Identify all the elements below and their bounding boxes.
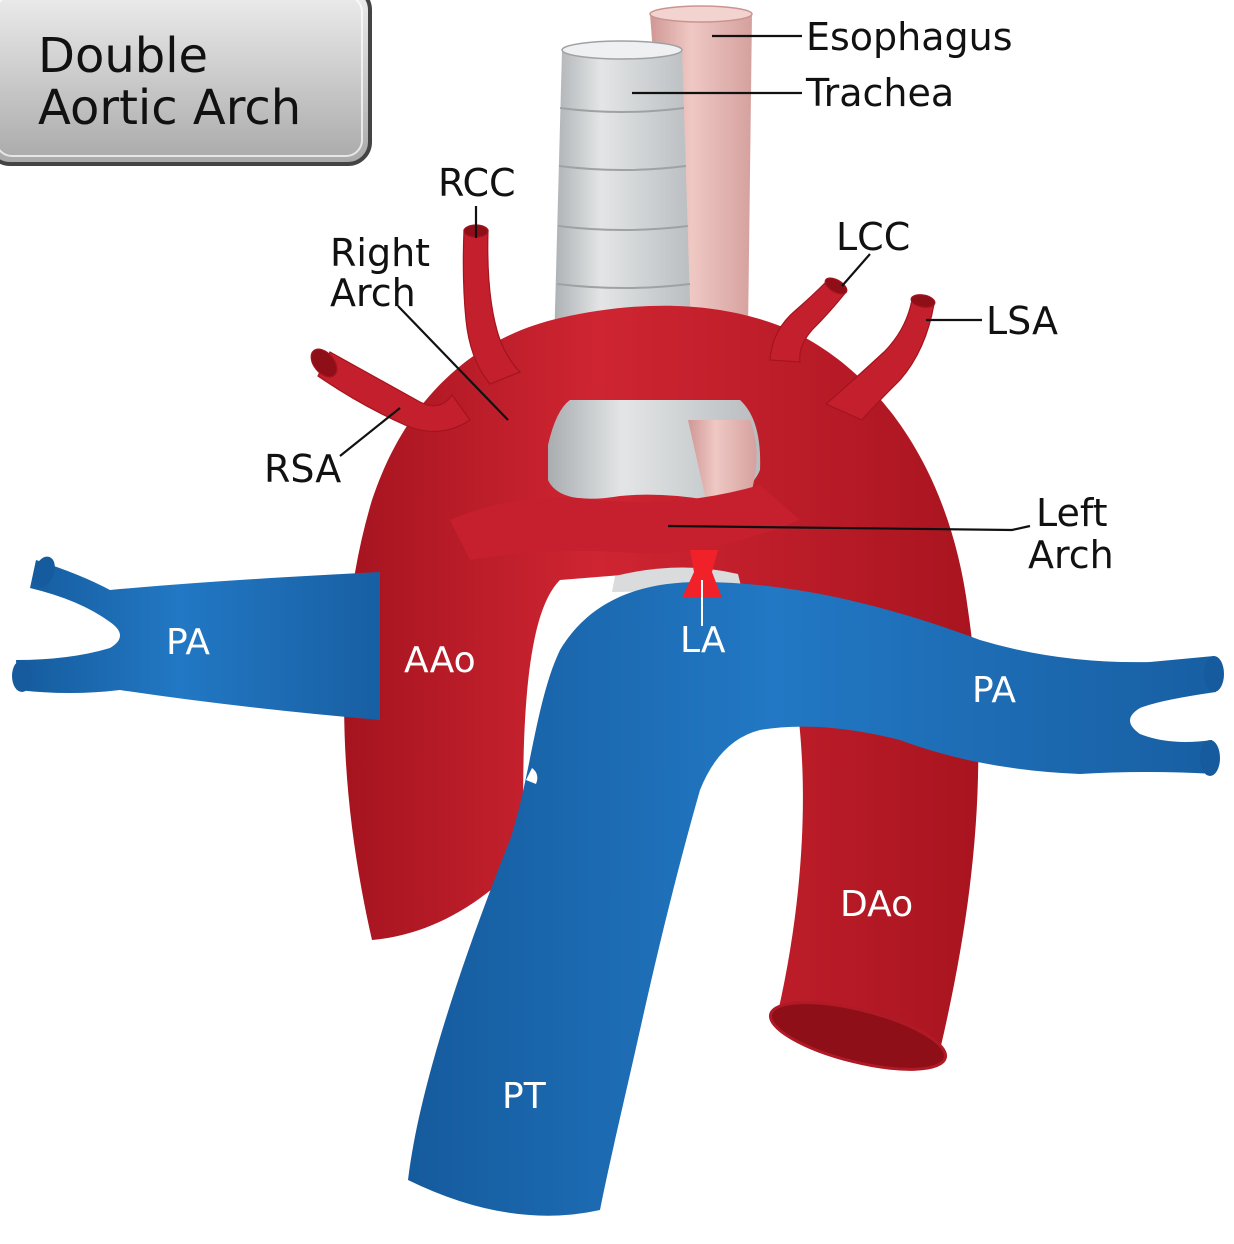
label-lsa: LSA: [986, 299, 1058, 343]
label-lcc: LCC: [836, 215, 910, 259]
label-rcc: RCC: [438, 161, 516, 205]
title-line-2: Aortic Arch: [38, 80, 301, 136]
label-right-arch-2: Arch: [330, 271, 416, 315]
label-rsa: RSA: [264, 447, 341, 491]
label-trachea: Trachea: [805, 71, 954, 115]
title-box: Double Aortic Arch: [0, 0, 370, 164]
label-right-arch-1: Right: [330, 231, 430, 275]
label-left-arch-2: Arch: [1028, 533, 1114, 577]
label-pt: PT: [502, 1076, 547, 1117]
title-line-1: Double: [38, 28, 208, 84]
label-dao: DAo: [840, 884, 913, 925]
label-esophagus: Esophagus: [806, 15, 1013, 59]
label-la: LA: [680, 620, 726, 661]
label-left-arch-1: Left: [1036, 491, 1108, 535]
label-pa-right: PA: [972, 670, 1016, 711]
label-aao: AAo: [404, 640, 476, 681]
label-pa-left: PA: [166, 622, 210, 663]
